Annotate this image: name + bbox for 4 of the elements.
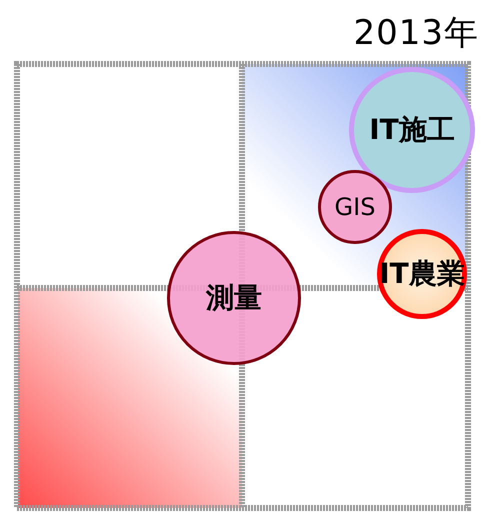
bubble-label: IT施工 <box>369 112 455 148</box>
year-heading: 2013年 <box>353 12 479 55</box>
bubble-label: 測量 <box>206 280 262 316</box>
bubble-label: GIS <box>334 193 376 221</box>
